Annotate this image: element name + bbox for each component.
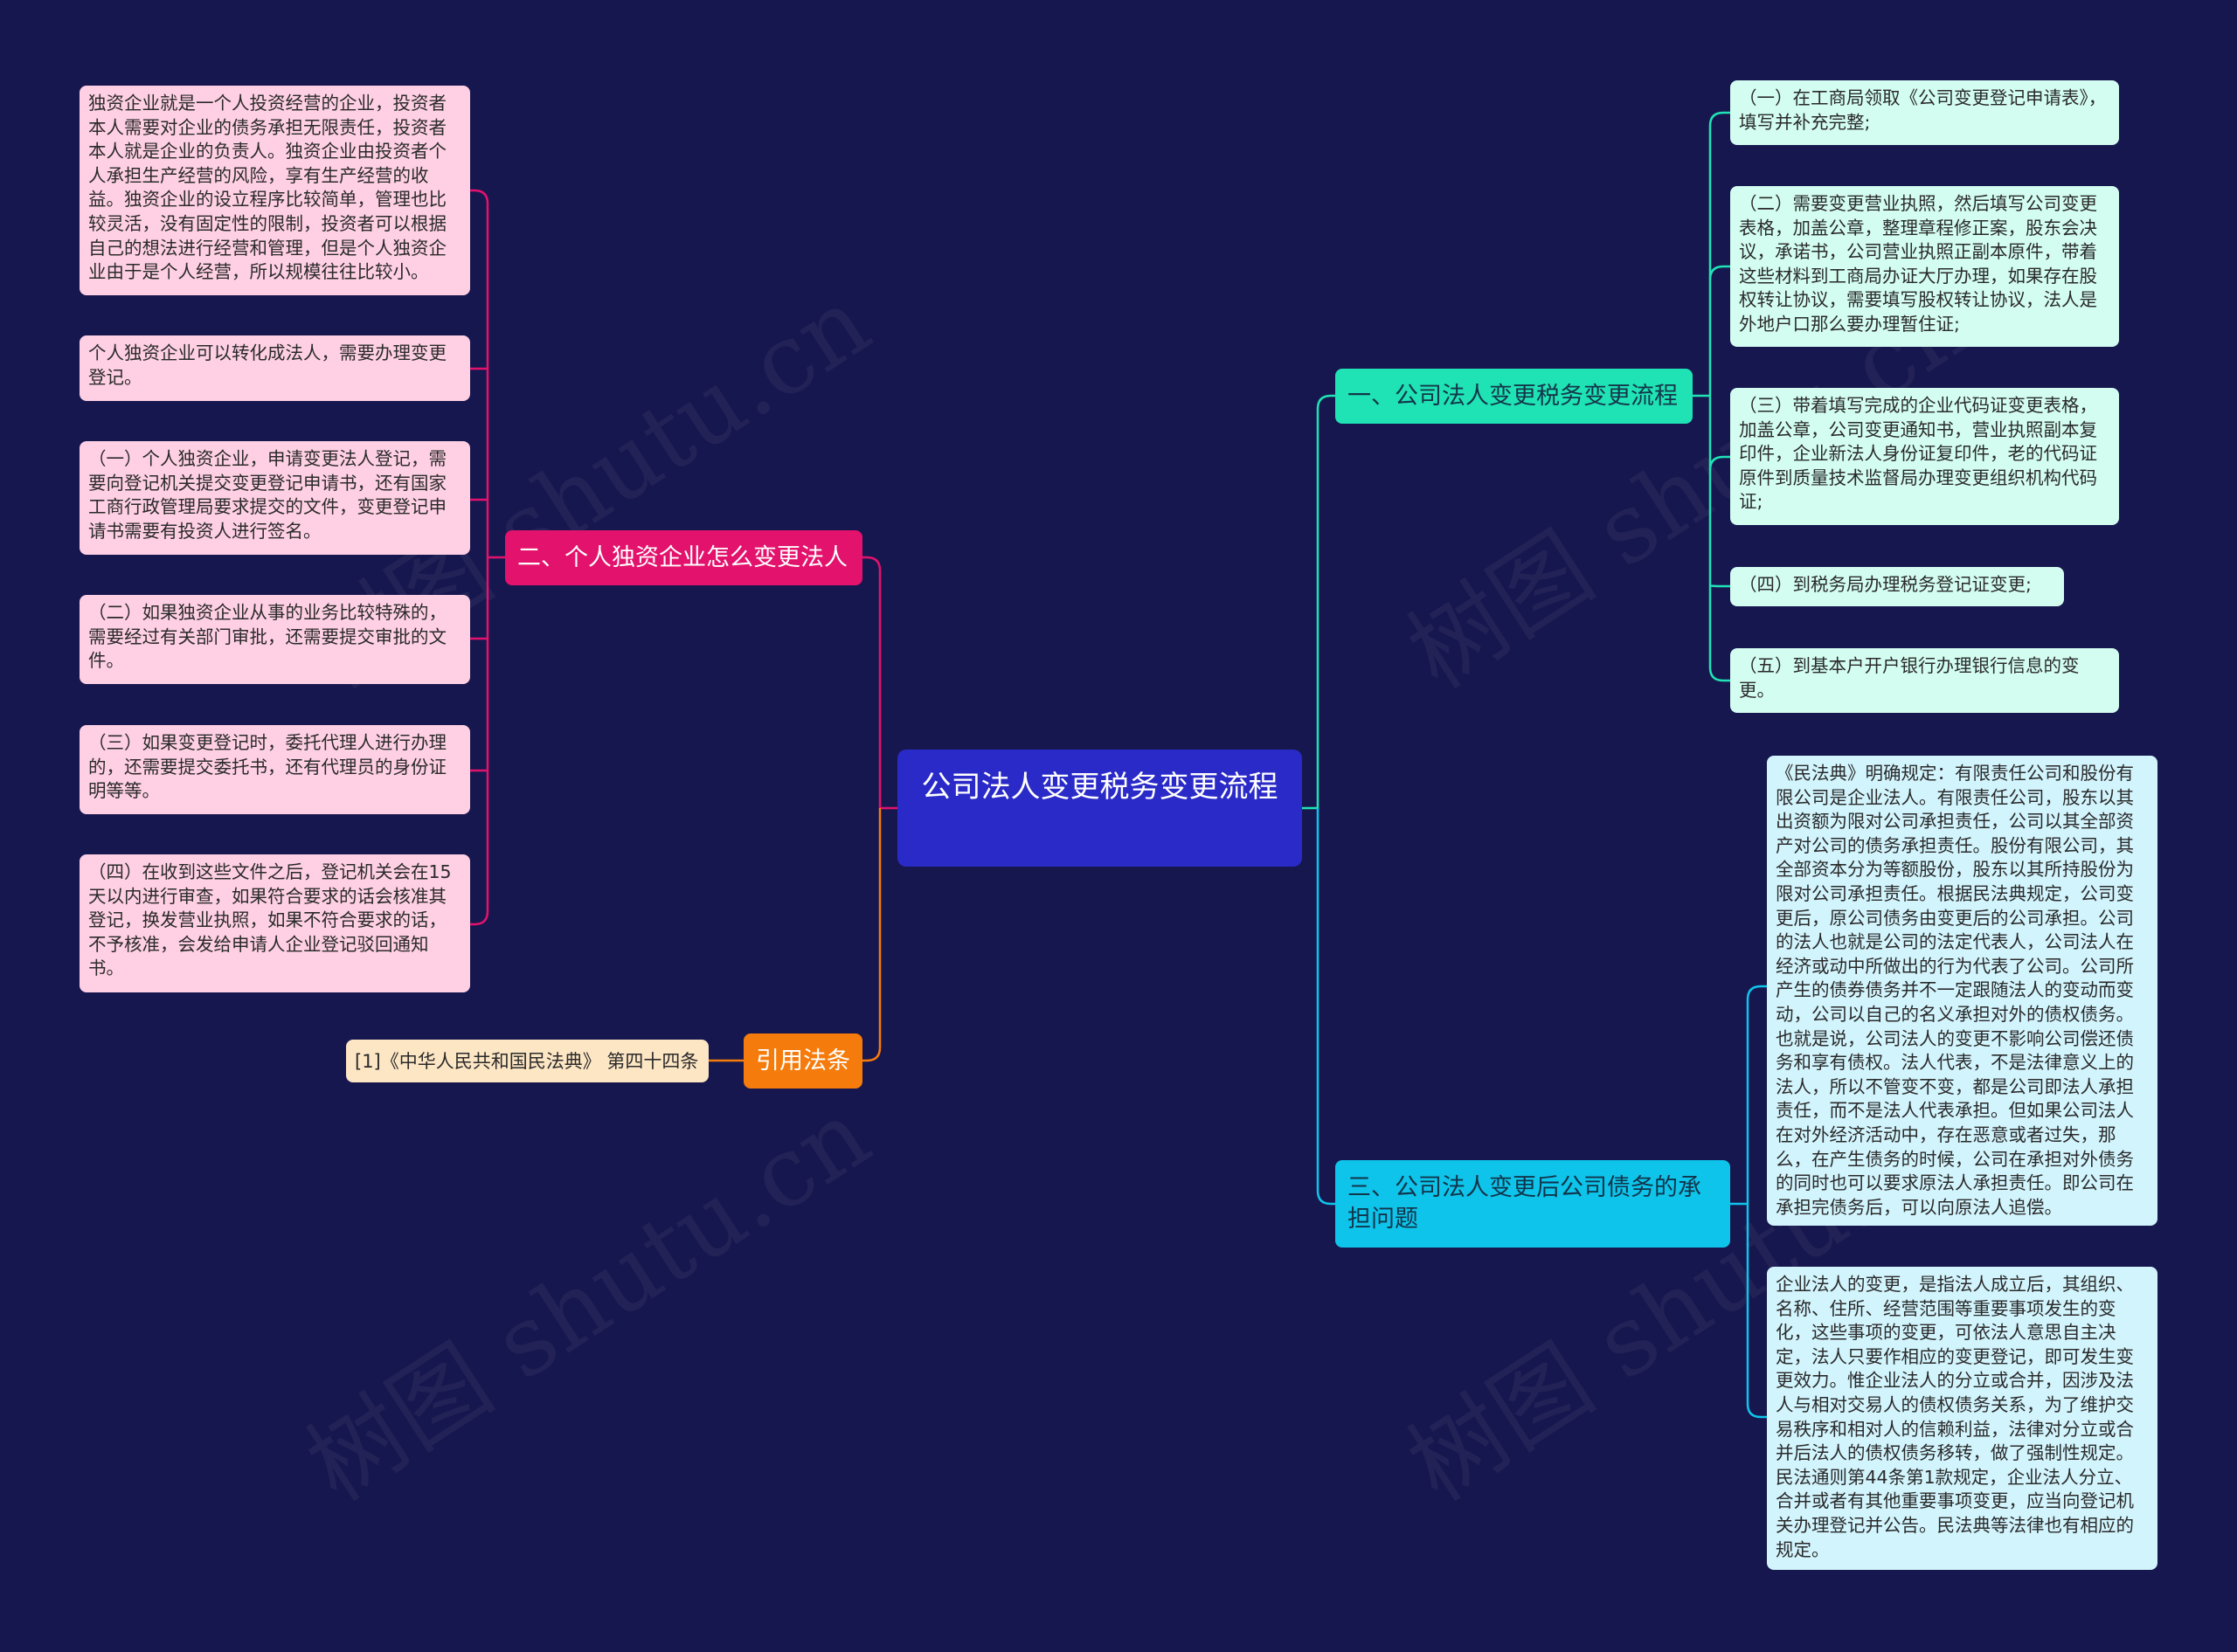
link-tax-leaf-1 <box>1708 111 1730 127</box>
branch-label: 二、个人独资企业怎么变更法人 <box>517 543 848 571</box>
leaf-text: （一）在工商局领取《公司变更登记申请表》，填写并补充完整; <box>1739 87 2107 133</box>
leaf-text: [1]《中华人民共和国民法典》 第四十四条 <box>355 1051 699 1072</box>
branch-sole-proprietorship[interactable]: 二、个人独资企业怎么变更法人 <box>505 530 862 585</box>
sole-leaf-4[interactable]: （二）如果独资企业从事的业务比较特殊的，需要经过有关部门审批，还需要提交审批的文… <box>80 595 470 684</box>
sole-leaf-2[interactable]: 个人独资企业可以转化成法人，需要办理变更登记。 <box>80 335 470 401</box>
leaf-text: 独资企业就是一个人投资经营的企业，投资者本人需要对企业的债务承担无限责任，投资者… <box>88 93 447 283</box>
debt-leaf-1[interactable]: 《民法典》明确规定：有限责任公司和股份有限公司是企业法人。有限责任公司，股东以其… <box>1767 756 2157 1226</box>
tax-leaf-4[interactable]: （四）到税务局办理税务登记证变更; <box>1730 567 2064 606</box>
link-debt-trunk <box>1730 999 1749 1404</box>
branch-label: 一、公司法人变更税务变更流程 <box>1347 382 1678 410</box>
sole-leaf-1[interactable]: 独资企业就是一个人投资经营的企业，投资者本人需要对企业的债务承担无限责任，投资者… <box>80 86 470 295</box>
root-topic-label: 公司法人变更税务变更流程 <box>921 770 1278 805</box>
branch-label: 引用法条 <box>756 1047 850 1075</box>
link-sole-trunk <box>486 204 505 911</box>
link-tax-leaf-3 <box>1708 455 1730 471</box>
leaf-text: 个人独资企业可以转化成法人，需要办理变更登记。 <box>88 342 447 388</box>
sole-leaf-6[interactable]: （四）在收到这些文件之后，登记机关会在15天以内进行审查，如果符合要求的话会核准… <box>80 854 470 992</box>
link-root-to-debt <box>1316 808 1335 1206</box>
tax-leaf-2[interactable]: （二）需要变更营业执照，然后填写公司变更表格，加盖公章，整理章程修正案，股东会决… <box>1730 186 2119 347</box>
tax-leaf-3[interactable]: （三）带着填写完成的企业代码证变更表格，加盖公章，公司变更通知书，营业执照副本复… <box>1730 388 2119 525</box>
sole-leaf-5[interactable]: （三）如果变更登记时，委托代理人进行办理的，还需要提交委托书，还有代理员的身份证… <box>80 725 470 814</box>
link-root-to-sole <box>862 556 897 810</box>
leaf-text: （三）带着填写完成的企业代码证变更表格，加盖公章，公司变更通知书，营业执照副本复… <box>1739 395 2097 513</box>
sole-leaf-3[interactable]: （一）个人独资企业，申请变更法人登记，需要向登记机关提交变更登记申请书，还有国家… <box>80 441 470 555</box>
leaf-text: （三）如果变更登记时，委托代理人进行办理的，还需要提交委托书，还有代理员的身份证… <box>88 732 447 802</box>
link-root-to-law <box>862 808 882 1062</box>
law-leaf-1[interactable]: [1]《中华人民共和国民法典》 第四十四条 <box>346 1040 709 1082</box>
link-tax-leaf-2 <box>1708 265 1730 280</box>
link-tax-trunk <box>1693 126 1712 667</box>
link-tax-leaf-5 <box>1708 667 1730 682</box>
leaf-text: （一）个人独资企业，申请变更法人登记，需要向登记机关提交变更登记申请书，还有国家… <box>88 448 447 542</box>
leaf-text: （二）如果独资企业从事的业务比较特殊的，需要经过有关部门审批，还需要提交审批的文… <box>88 602 447 672</box>
leaf-text: 企业法人的变更，是指法人成立后，其组织、名称、住所、经营范围等重要事项发生的变化… <box>1776 1274 2134 1560</box>
leaf-text: 《民法典》明确规定：有限责任公司和股份有限公司是企业法人。有限责任公司，股东以其… <box>1776 763 2134 1218</box>
branch-debt-liability[interactable]: 三、公司法人变更后公司债务的承担问题 <box>1335 1160 1730 1248</box>
branch-tax-change-process[interactable]: 一、公司法人变更税务变更流程 <box>1335 369 1693 424</box>
leaf-text: （五）到基本户开户银行办理银行信息的变更。 <box>1739 655 2080 701</box>
leaf-text: （二）需要变更营业执照，然后填写公司变更表格，加盖公章，整理章程修正案，股东会决… <box>1739 193 2097 335</box>
debt-leaf-2[interactable]: 企业法人的变更，是指法人成立后，其组织、名称、住所、经营范围等重要事项发生的变化… <box>1767 1267 2157 1570</box>
tax-leaf-5[interactable]: （五）到基本户开户银行办理银行信息的变更。 <box>1730 648 2119 713</box>
root-topic[interactable]: 公司法人变更税务变更流程 <box>897 750 1302 867</box>
tax-leaf-1[interactable]: （一）在工商局领取《公司变更登记申请表》，填写并补充完整; <box>1730 80 2119 145</box>
link-sole-leaf-6 <box>470 910 489 926</box>
link-debt-leaf-1 <box>1746 985 1767 1000</box>
branch-cited-law[interactable]: 引用法条 <box>744 1033 862 1089</box>
link-sole-leaf-1 <box>470 189 489 204</box>
link-tax-leaf-4 <box>1708 584 1730 588</box>
link-debt-leaf-2 <box>1746 1403 1767 1419</box>
link-root-to-tax <box>1302 394 1335 810</box>
leaf-text: （四）到税务局办理税务登记证变更; <box>1739 574 2032 595</box>
leaf-text: （四）在收到这些文件之后，登记机关会在15天以内进行审查，如果符合要求的话会核准… <box>88 861 452 979</box>
branch-label: 三、公司法人变更后公司债务的承担问题 <box>1347 1174 1701 1233</box>
